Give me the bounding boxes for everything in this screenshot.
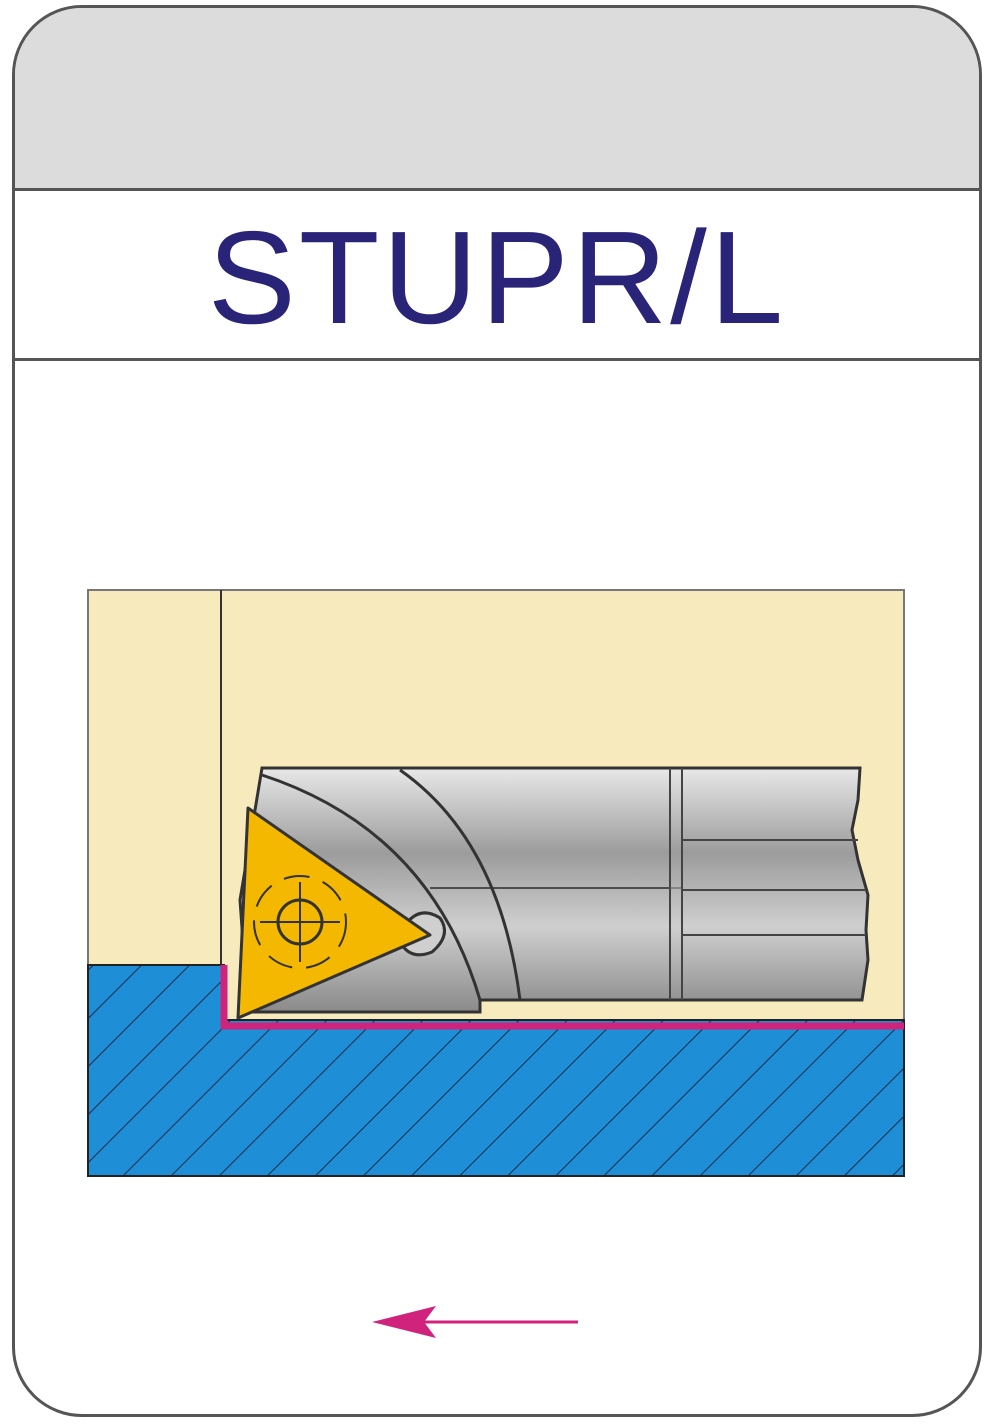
feed-direction-arrow-icon	[372, 1306, 578, 1338]
triangular-insert-icon	[236, 806, 432, 1020]
tool-designation-title: STUPR/L	[207, 203, 787, 351]
title-band: STUPR/L	[15, 191, 979, 361]
card-header	[15, 8, 979, 191]
cutting-path	[220, 965, 904, 1030]
tool-holder	[238, 766, 870, 1014]
